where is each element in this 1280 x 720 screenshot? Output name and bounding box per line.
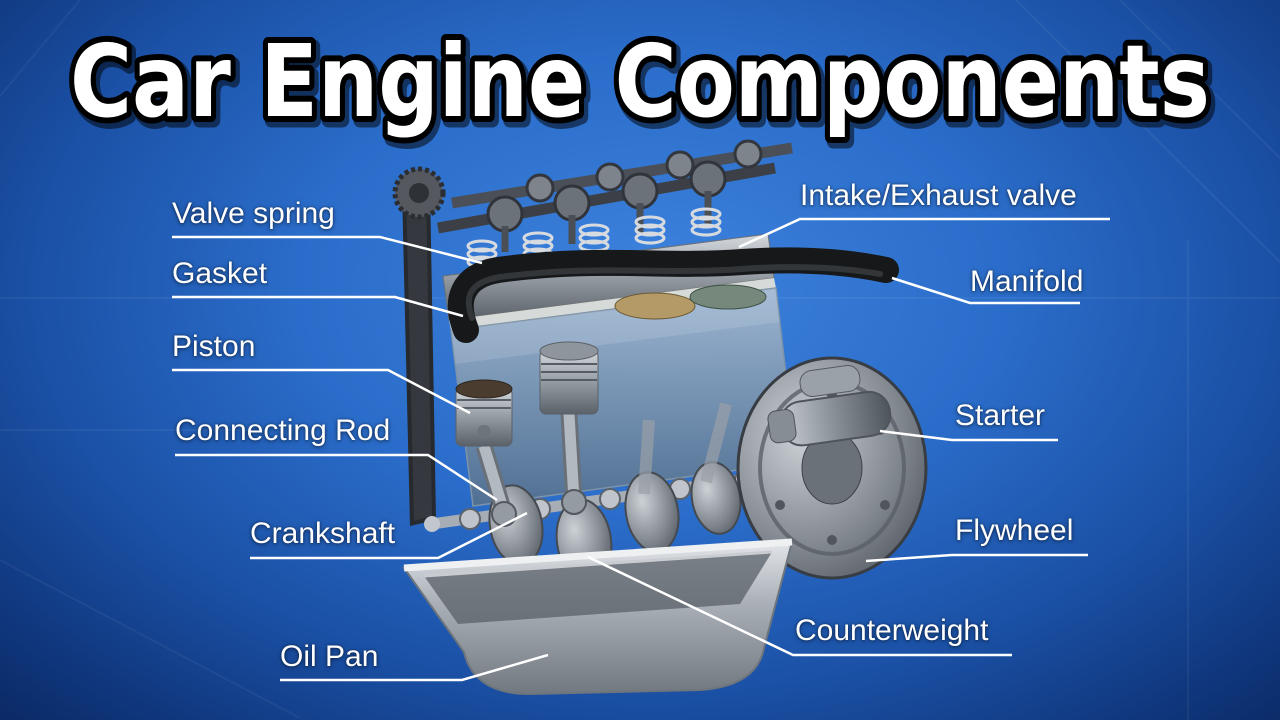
label-valve-spring: Valve spring	[172, 197, 335, 230]
connecting-rod-leader-line	[175, 453, 498, 502]
engine-block-shape	[450, 284, 797, 507]
label-connecting-rod: Connecting Rod	[175, 414, 391, 447]
camshaft-assembly-shape	[437, 139, 793, 252]
manifold-shape	[447, 247, 899, 343]
label-oil-pan: Oil Pan	[280, 640, 379, 673]
piston-leader-line	[172, 368, 471, 415]
starter-leader-line	[879, 429, 1058, 442]
cylinder-head-shape	[442, 233, 775, 321]
gasket-leader-line	[172, 295, 464, 318]
crankshaft-shape	[424, 461, 769, 584]
label-counterweight: Counterweight	[795, 614, 989, 647]
flywheel-leader-line	[865, 553, 1088, 563]
intake-exhaust-valve-leader-line	[738, 217, 1110, 249]
page-title: Car Engine Components	[70, 23, 1210, 140]
timing-belt-shape	[392, 166, 446, 526]
label-starter: Starter	[955, 399, 1046, 432]
label-gasket: Gasket	[172, 257, 268, 290]
piston-2-shape	[539, 341, 599, 415]
label-flywheel: Flywheel	[955, 514, 1074, 547]
piston-shape	[455, 379, 513, 447]
counterweights-shape	[488, 461, 742, 584]
label-crankshaft: Crankshaft	[250, 517, 396, 550]
oil-pan-shape	[402, 538, 794, 696]
label-manifold: Manifold	[970, 265, 1084, 298]
flywheel-shape	[736, 356, 928, 580]
valve-springs-shape	[466, 207, 722, 269]
label-intake-exhaust-valve: Intake/Exhaust valve	[800, 179, 1077, 212]
label-piston: Piston	[172, 330, 256, 363]
starter-shape	[767, 365, 892, 447]
page-title-shadow: Car Engine Components	[73, 27, 1213, 144]
connecting-rods-shape	[475, 402, 732, 527]
gasket-shape	[449, 278, 776, 330]
